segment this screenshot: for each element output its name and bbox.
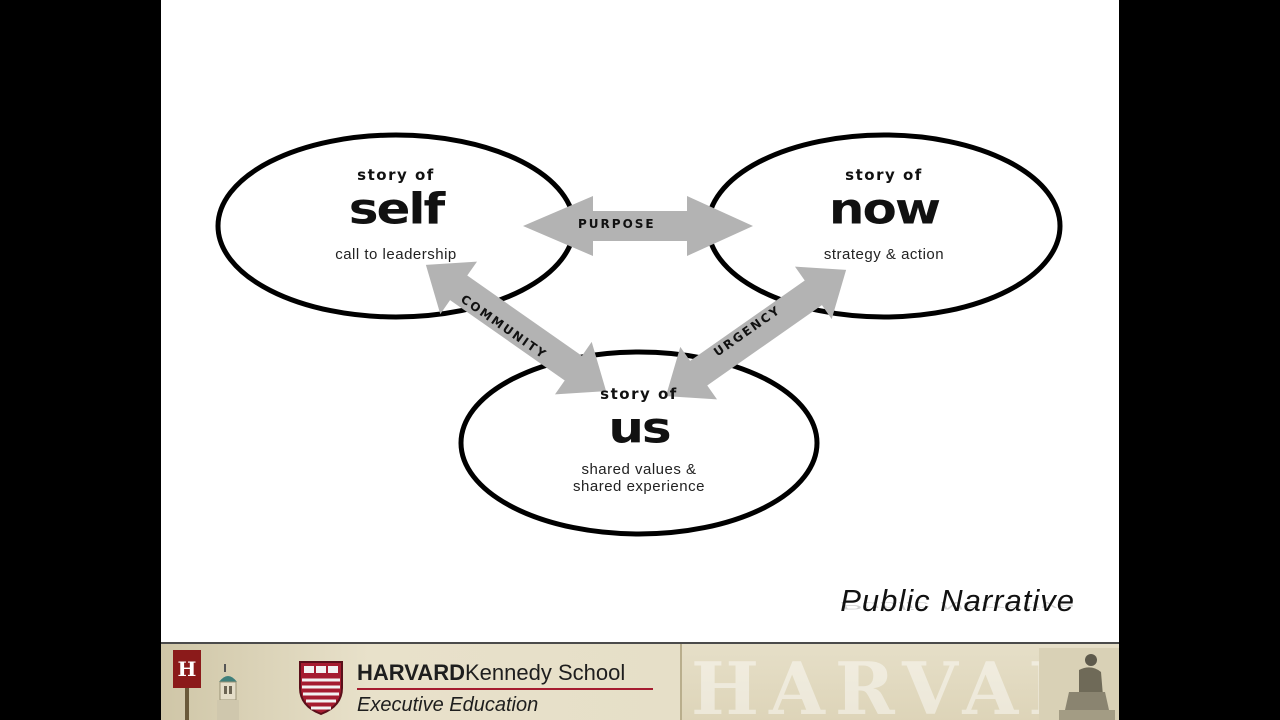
self-caption: call to leadership	[335, 246, 457, 263]
school-name-rule	[357, 688, 653, 690]
urgency-arrow	[665, 266, 847, 400]
footer-left-panel	[161, 644, 681, 720]
now-caption: strategy & action	[823, 246, 945, 263]
now-prefix: story of	[845, 166, 923, 184]
school-name-bold: HARVARD	[357, 660, 465, 685]
slide-title: Public Narrative	[840, 583, 1075, 618]
us-word: us	[608, 403, 671, 453]
program-name: Executive Education	[357, 694, 539, 716]
statue-icon	[1039, 648, 1119, 720]
now-node: story of now strategy & action	[764, 166, 1004, 263]
school-name: HARVARDKennedy School	[357, 660, 625, 686]
community-arrow	[425, 261, 607, 395]
us-caption-line1: shared values &	[581, 461, 697, 478]
self-node: story of self call to leadership	[276, 166, 516, 263]
harvard-footer-banner: HARVARD H HARVARDKennedy School	[161, 642, 1119, 720]
circle-us	[458, 349, 820, 537]
story-diagram: story of self call to leadership story o…	[161, 0, 1119, 640]
us-node: story of us shared values & shared exper…	[519, 385, 759, 495]
us-prefix: story of	[600, 385, 678, 403]
slide: story of self call to leadership story o…	[161, 0, 1119, 720]
harvard-flag-icon: H	[173, 650, 201, 688]
slide-title-reflection: Public Narrative	[840, 599, 1075, 612]
purpose-label: PURPOSE	[578, 217, 656, 231]
flag-pole	[185, 688, 189, 720]
self-word: self	[348, 184, 446, 234]
harvard-shield-icon	[299, 661, 343, 716]
self-prefix: story of	[357, 166, 435, 184]
purpose-arrow	[523, 196, 753, 256]
cupola-icon	[217, 664, 239, 720]
now-word: now	[828, 184, 941, 234]
footer-divider	[680, 644, 682, 720]
school-name-rest: Kennedy School	[464, 660, 626, 685]
us-caption-line2: shared experience	[573, 478, 705, 495]
